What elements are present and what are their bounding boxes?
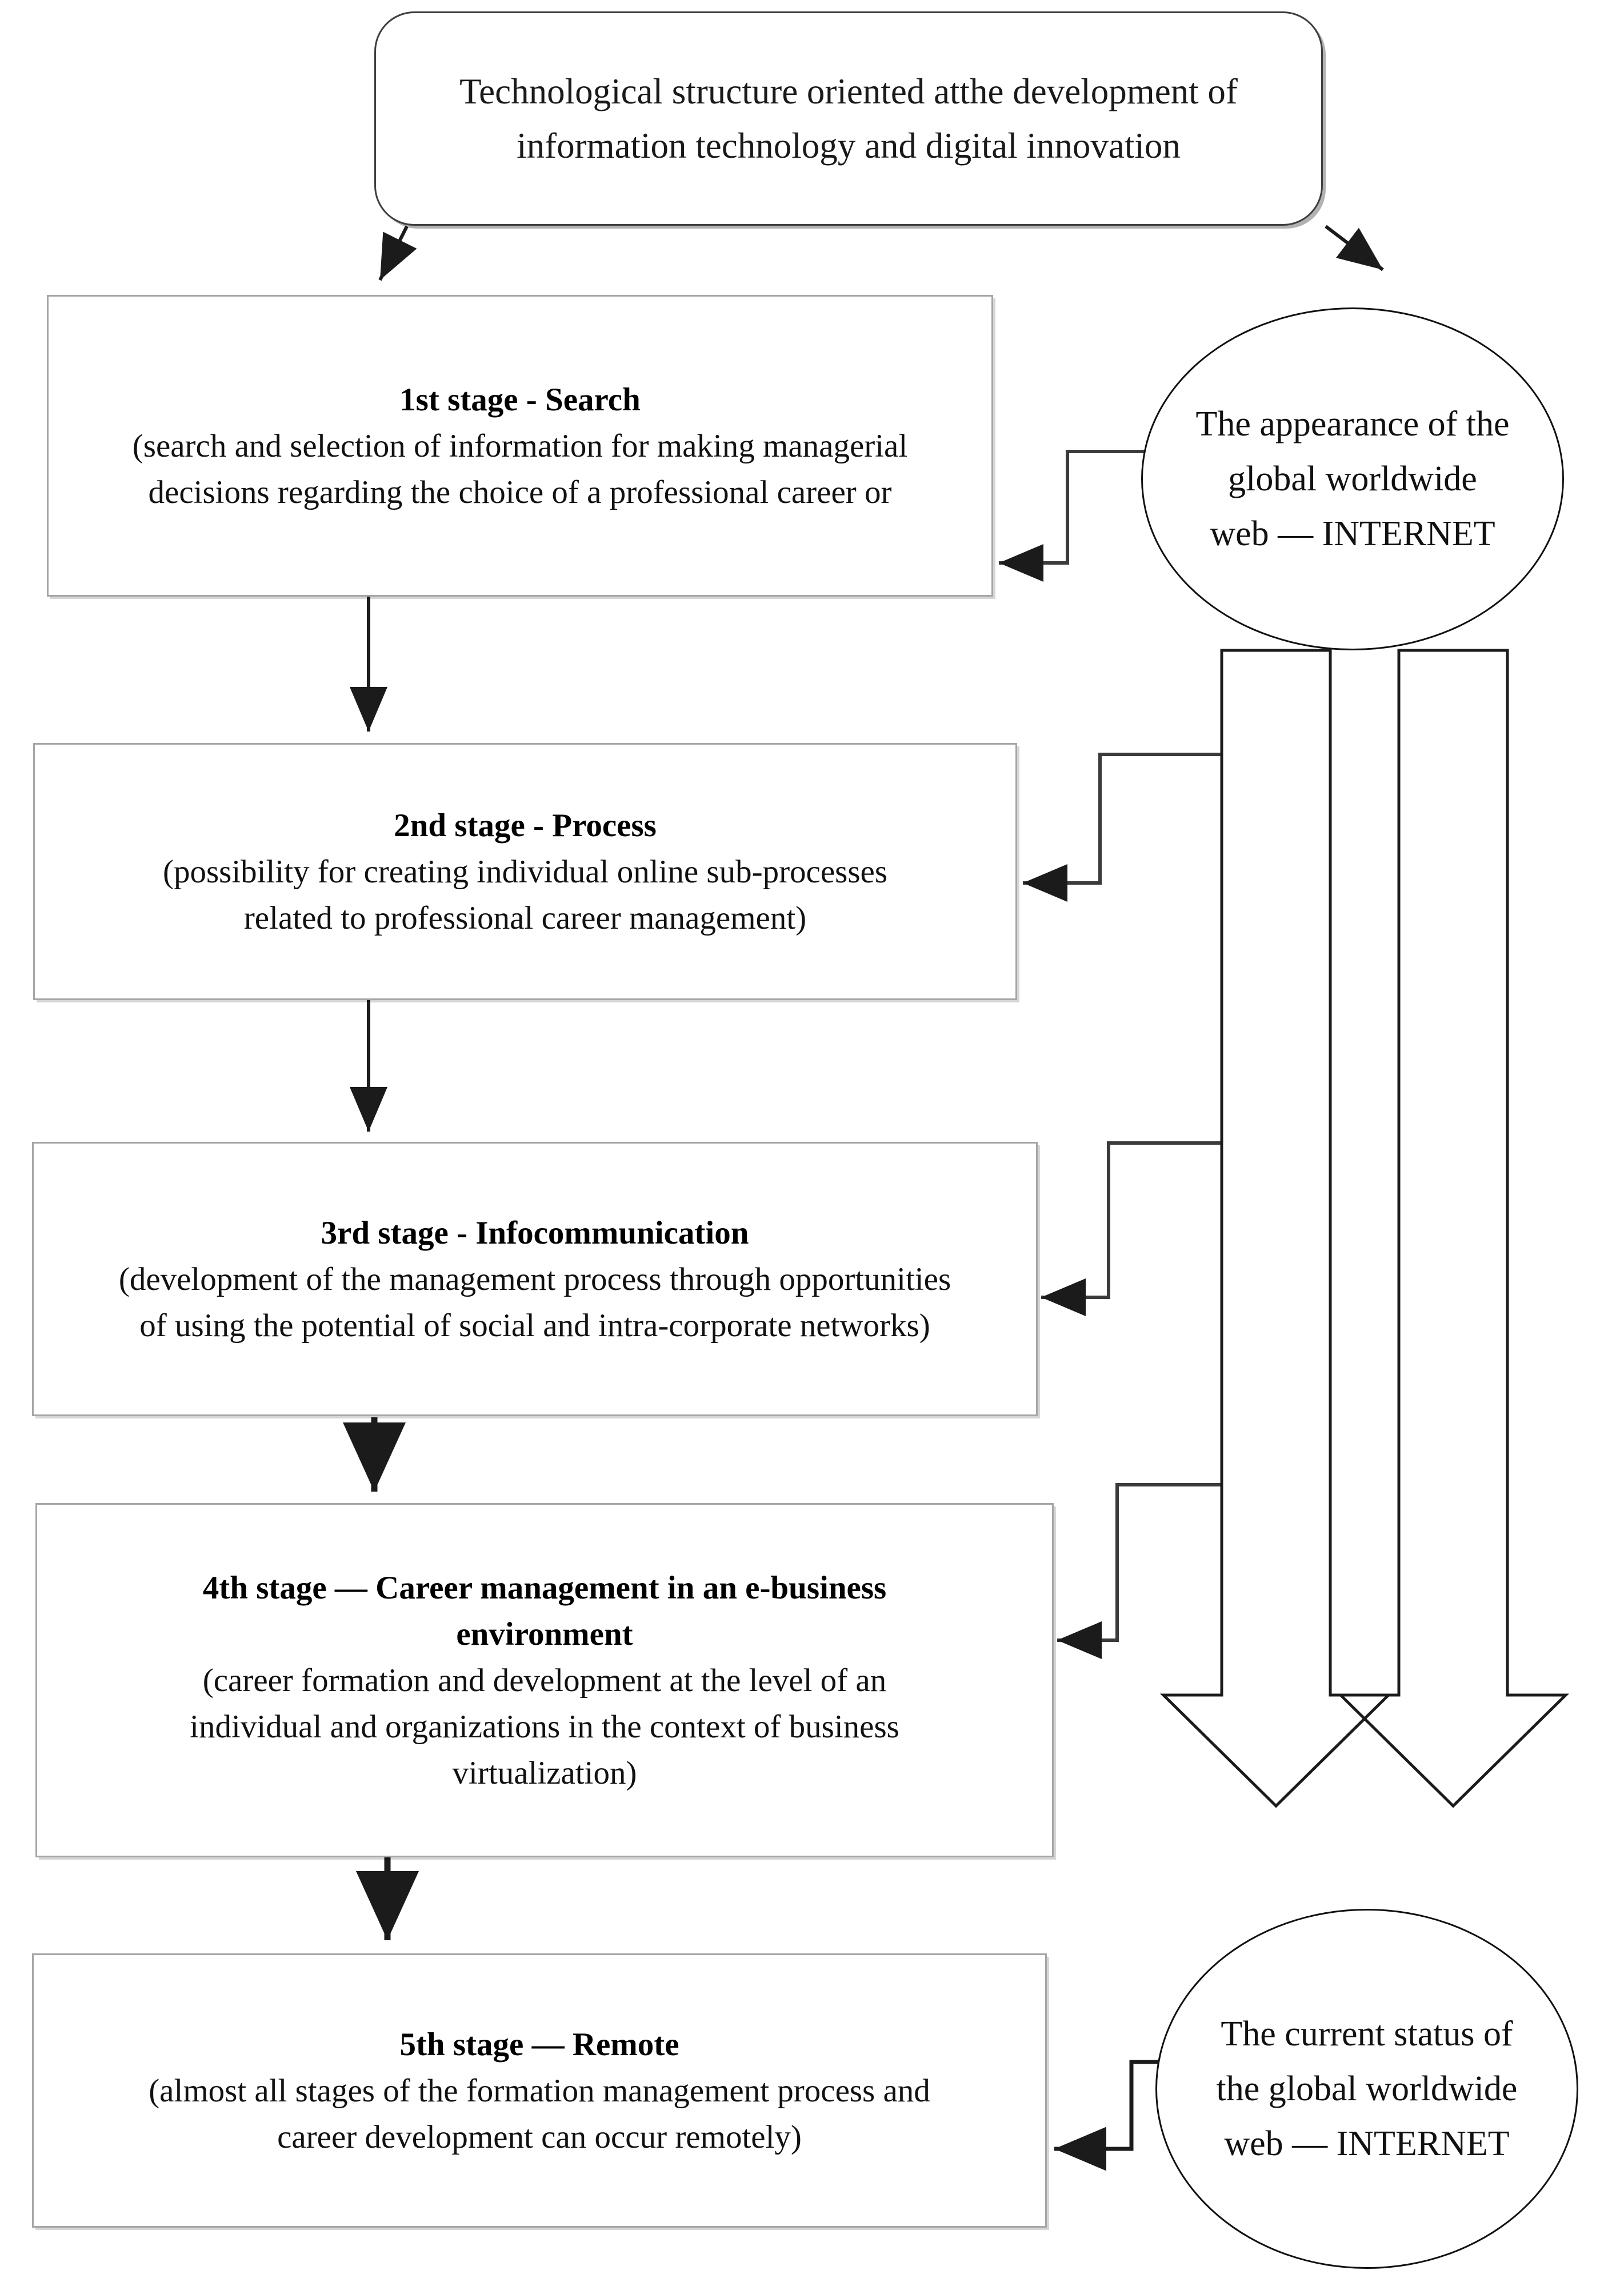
ellipse-current-status-line-2: the global worldwide xyxy=(1216,2069,1518,2108)
stage-1-heading: 1st stage - Search xyxy=(399,381,641,418)
stage-5-body-line-1: (almost all stages of the formation mana… xyxy=(149,2072,930,2109)
stage-4-heading-continued: environment xyxy=(456,1616,633,1652)
edge-title-to-ellipse-appearance xyxy=(1325,225,1384,271)
ellipse-appearance-box: The appearance of the global worldwide w… xyxy=(1141,307,1564,650)
stage-4-body-line-2: individual and organizations in the cont… xyxy=(190,1708,899,1745)
ellipse-appearance-line-1: The appearance of the xyxy=(1195,405,1510,443)
stage-5-body-line-2: career development can occur remotely) xyxy=(277,2119,802,2155)
title-line-1: Technological structure oriented atthe d… xyxy=(459,71,1238,111)
stage-1-body-line-2: decisions regarding the choice of a prof… xyxy=(148,474,892,510)
stage-5-box: 5th stage — Remote (almost all stages of… xyxy=(32,1953,1047,2228)
edge-ellipse-appearance-to-stage1 xyxy=(999,450,1151,582)
stage-2-box: 2nd stage - Process (possibility for cre… xyxy=(33,743,1017,1000)
stage-4-body-line-3: virtualization) xyxy=(452,1755,637,1791)
edge-trunk-left-to-stage4 xyxy=(1057,1483,1223,1659)
stage-4-heading: 4th stage — Career management in an e-bu… xyxy=(202,1569,887,1606)
stage-1-box: 1st stage - Search (search and selection… xyxy=(47,295,993,597)
edge-trunk-left-to-stage2 xyxy=(1023,753,1223,902)
stage-3-body-line-2: of using the potential of social and int… xyxy=(139,1307,930,1344)
stage-2-heading: 2nd stage - Process xyxy=(394,807,657,844)
block-arrow-left xyxy=(1159,649,1393,1808)
title-line-2: information technology and digital innov… xyxy=(517,125,1181,166)
stage-3-body-line-1: (development of the management process t… xyxy=(118,1261,951,1297)
stage-2-body-line-2: related to professional career managemen… xyxy=(243,900,807,936)
stage-3-box: 3rd stage - Infocommunication (developme… xyxy=(32,1142,1038,1416)
stage-5-heading: 5th stage — Remote xyxy=(399,2026,679,2063)
ellipse-appearance-line-3: web — INTERNET xyxy=(1210,514,1495,553)
block-arrow-right xyxy=(1337,649,1570,1808)
stage-1-body-line-1: (search and selection of information for… xyxy=(132,427,908,464)
stage-3-heading: 3rd stage - Infocommunication xyxy=(321,1214,749,1251)
ellipse-current-status-line-1: The current status of xyxy=(1221,2015,1513,2053)
ellipse-current-status-line-3: web — INTERNET xyxy=(1224,2124,1510,2163)
ellipse-current-status-box: The current status of the global worldwi… xyxy=(1155,1909,1578,2269)
stage-2-body-line-1: (possibility for creating individual onl… xyxy=(163,853,887,890)
edge-trunk-left-to-stage3 xyxy=(1041,1141,1223,1316)
ellipse-appearance-line-2: global worldwide xyxy=(1228,459,1477,498)
stage-4-body-line-1: (career formation and development at the… xyxy=(202,1662,887,1698)
title-box: Technological structure oriented atthe d… xyxy=(374,11,1323,226)
stage-4-box: 4th stage — Career management in an e-bu… xyxy=(35,1503,1054,1857)
edge-title-to-stage1 xyxy=(378,225,417,281)
